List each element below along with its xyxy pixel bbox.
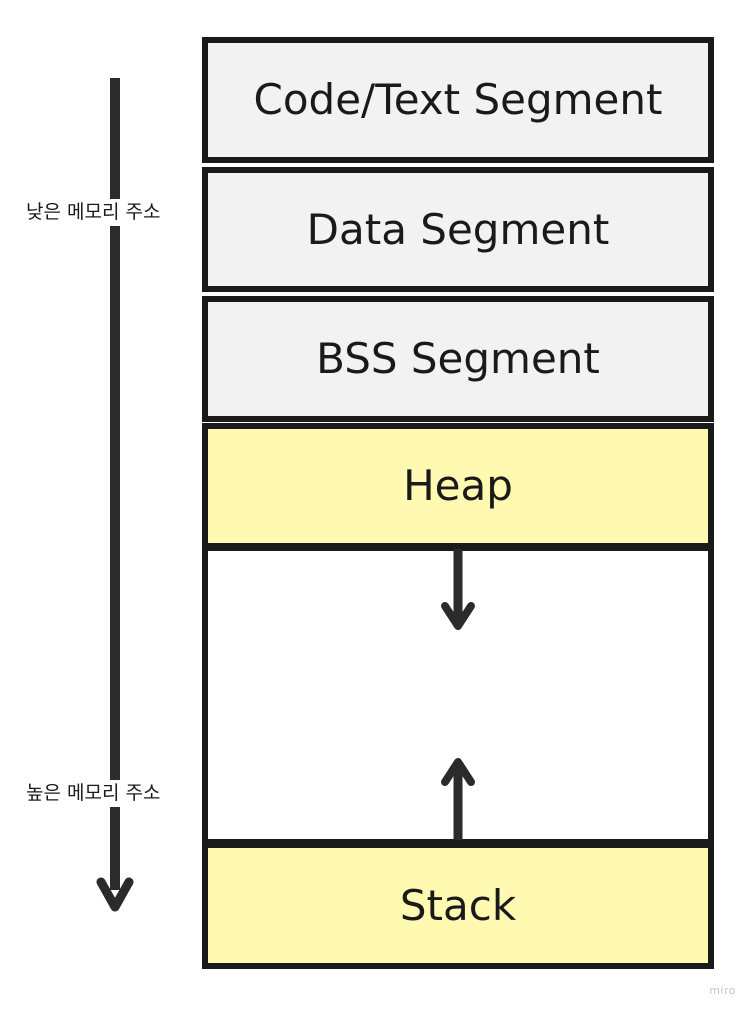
stack-growth-arrow [441,758,475,840]
heap-growth-arrow [441,549,475,630]
low-memory-address-label: 낮은 메모리 주소 [22,199,165,226]
stack-segment: Stack [202,842,714,969]
heap-segment: Heap [202,423,714,549]
bss-segment: BSS Segment [202,296,714,422]
miro-watermark: miro [709,984,736,997]
bss-segment-label: BSS Segment [316,334,600,383]
high-memory-address-label: 높은 메모리 주소 [22,780,165,807]
code-text-segment-label: Code/Text Segment [253,75,663,124]
data-segment: Data Segment [202,167,714,292]
heap-segment-label: Heap [403,461,513,510]
stack-segment-label: Stack [399,880,517,930]
data-segment-label: Data Segment [306,204,610,254]
code-text-segment: Code/Text Segment [202,37,714,163]
